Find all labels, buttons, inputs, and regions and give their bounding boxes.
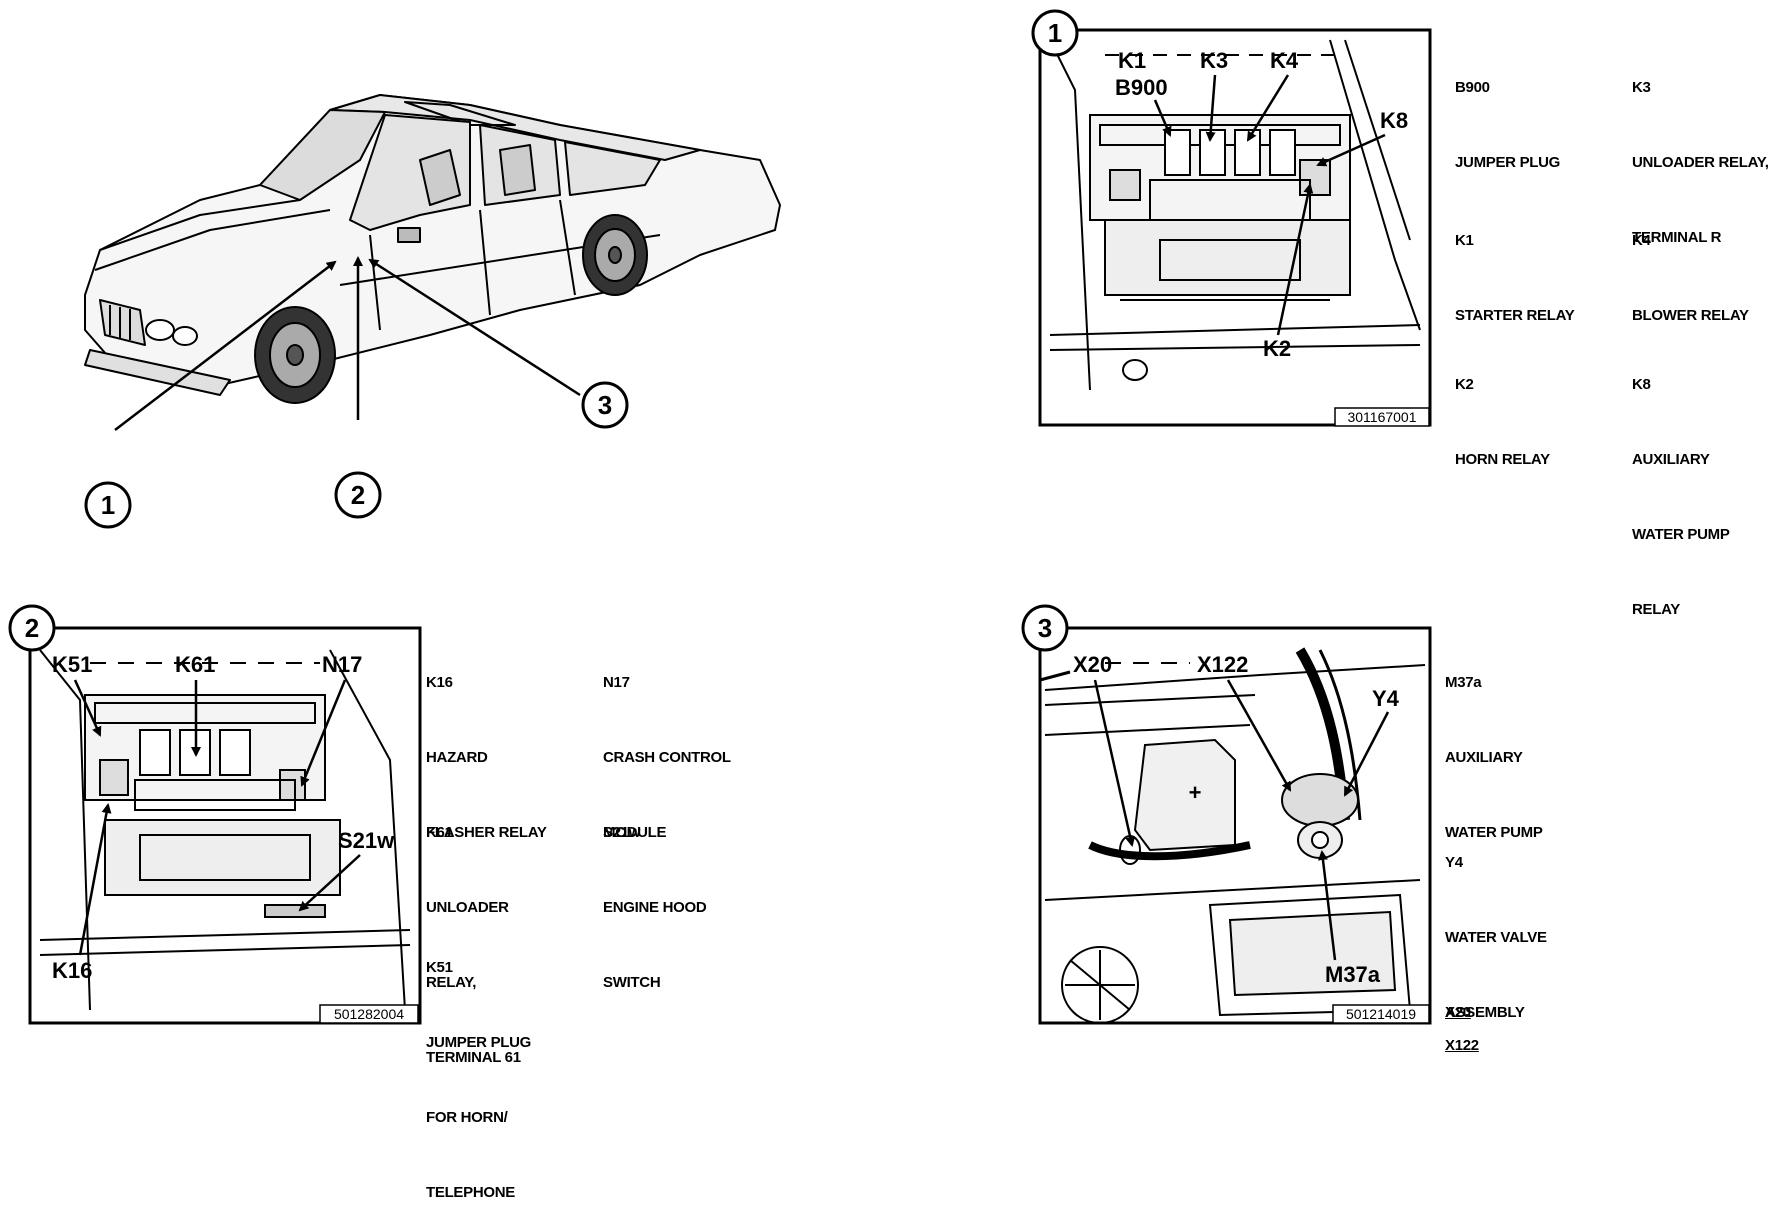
legend-x20: X20: [1445, 1004, 1471, 1021]
legend-x122: X122: [1445, 1037, 1479, 1054]
label-k61: K61: [175, 652, 215, 677]
label-k2: K2: [1263, 336, 1291, 361]
legend-k4: K4 BLOWER RELAY: [1632, 232, 1749, 324]
label-k4: K4: [1270, 48, 1299, 73]
diagram-code: 301167001: [1347, 409, 1416, 425]
legend-k16: K16 HAZARD FLASHER RELAY: [426, 674, 547, 841]
callout-number: 3: [598, 390, 612, 420]
diagram-code: 501282004: [334, 1006, 404, 1022]
label-x122: X122: [1197, 652, 1248, 677]
label-x20: X20: [1073, 652, 1112, 677]
panel-number: 1: [1048, 18, 1062, 48]
diagram-canvas: 1 2 3: [8, 9, 1432, 1025]
legend-k2: K2 HORN RELAY: [1455, 376, 1550, 468]
car-callout-1: 1: [84, 481, 132, 529]
panel-2: K51 K61 N17 S21w K16 501282004 2: [8, 604, 422, 1025]
legend-s21w: S21w ENGINE HOOD SWITCH: [603, 824, 707, 991]
label-s21w: S21w: [338, 828, 395, 853]
label-b900: B900: [1115, 75, 1168, 100]
legend-k8: K8 AUXILIARY WATER PUMP RELAY: [1632, 376, 1730, 618]
legend-k3: K3 UNLOADER RELAY, TERMINAL R: [1632, 79, 1769, 246]
car-callout-3: 3: [581, 381, 629, 429]
car-callout-2: 2: [334, 471, 382, 519]
legend-y4: Y4 WATER VALVE ASSEMBLY: [1445, 854, 1547, 1021]
label-k51: K51: [52, 652, 92, 677]
callout-number: 1: [101, 490, 115, 520]
label-k16: K16: [52, 958, 92, 983]
legend-m37a: M37a AUXILIARY WATER PUMP: [1445, 674, 1543, 841]
callout-number: 2: [351, 480, 365, 510]
car-illustration: [84, 94, 781, 404]
panel-number: 2: [25, 613, 39, 643]
diagram-code: 501214019: [1346, 1006, 1416, 1022]
label-m37a: M37a: [1325, 962, 1381, 987]
legend-k51: K51 JUMPER PLUG FOR HORN/ TELEPHONE: [426, 959, 532, 1201]
label-k1: K1: [1118, 48, 1146, 73]
legend-n17: N17 CRASH CONTROL MODULE: [603, 674, 731, 841]
car-leader-lines: [114, 256, 581, 431]
panel-number: 3: [1038, 613, 1052, 643]
label-k3: K3: [1200, 48, 1228, 73]
panel-1: K1 K3 K4 B900 K8 K2 301167001 1: [1031, 9, 1432, 427]
legend-b900: B900 JUMPER PLUG: [1455, 79, 1561, 171]
panel-3: + X20 X122 Y4 M37a 501214019 3: [1021, 604, 1432, 1025]
label-n17: N17: [322, 652, 362, 677]
label-k8: K8: [1380, 108, 1408, 133]
battery-plus: +: [1189, 780, 1202, 805]
legend-k1: K1 STARTER RELAY: [1455, 232, 1575, 324]
label-y4: Y4: [1372, 686, 1400, 711]
